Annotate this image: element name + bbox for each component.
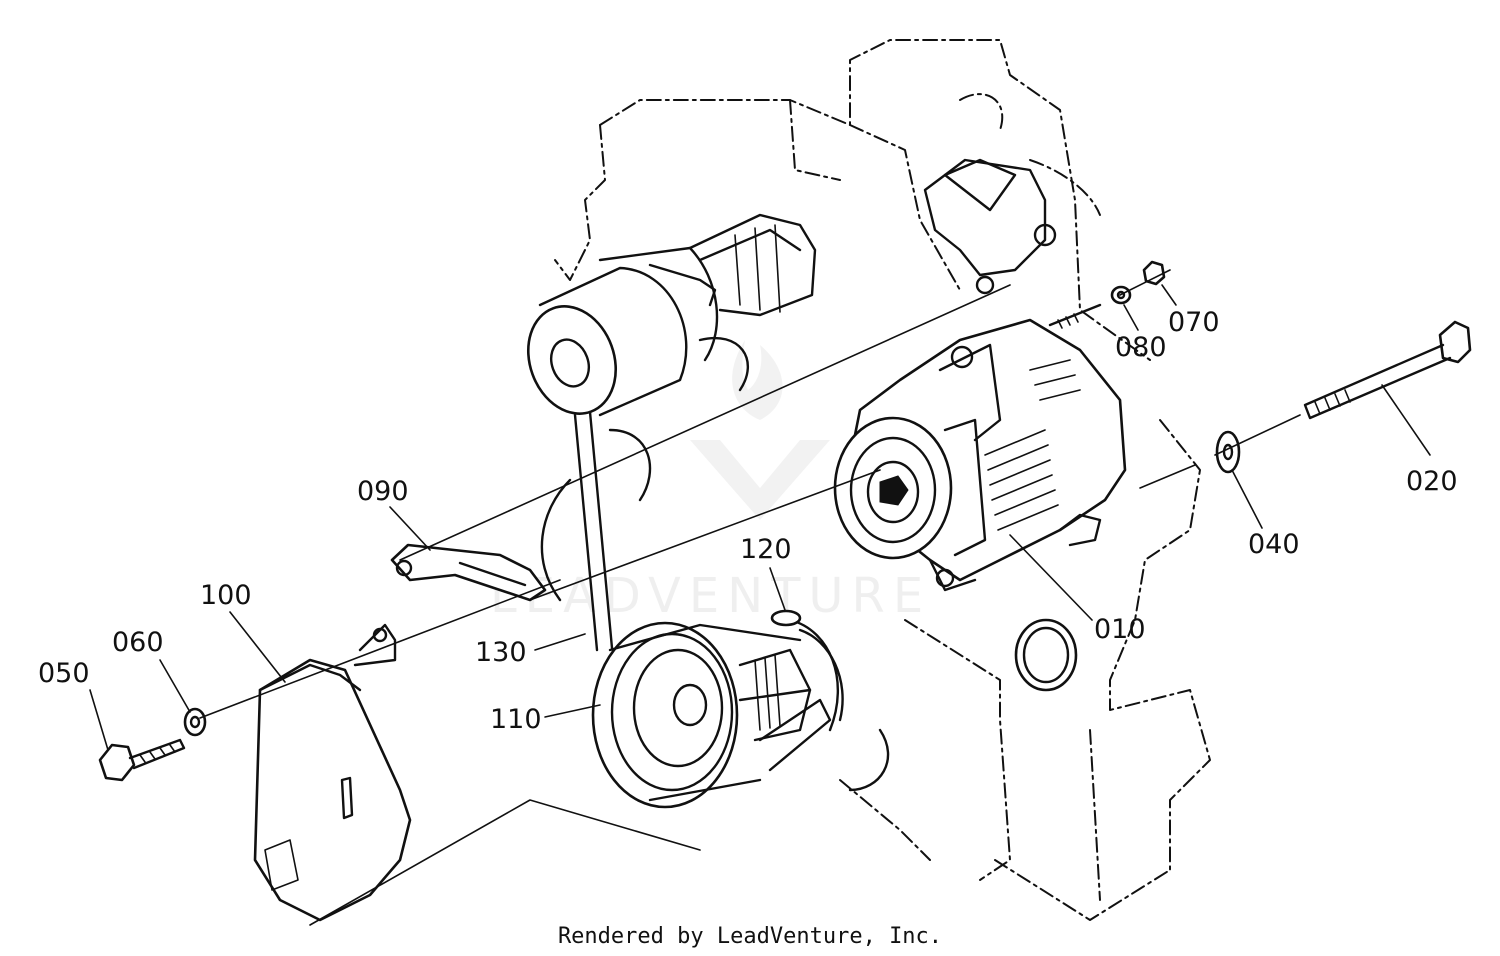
alternator [833, 318, 1127, 592]
washer-060 [183, 707, 207, 737]
washer-040 [1215, 430, 1241, 474]
label-110: 110 [490, 704, 542, 735]
upper-pulley [526, 213, 817, 417]
leader-lines [89, 284, 1431, 751]
stud [1048, 303, 1102, 329]
v-belt [573, 410, 614, 652]
label-020: 020 [1406, 466, 1458, 497]
assembly-lines [199, 269, 1301, 926]
watermark-text: LEADVENTURE [490, 568, 931, 624]
oil-seal [1014, 618, 1078, 692]
crankshaft-pulley [591, 621, 844, 809]
label-070: 070 [1168, 307, 1220, 338]
mounting-bracket [923, 158, 1057, 295]
label-090: 090 [357, 476, 409, 507]
label-010: 010 [1094, 614, 1146, 645]
footer-credit: Rendered by LeadVenture, Inc. [558, 924, 942, 949]
nut-070 [1142, 260, 1166, 286]
label-130: 130 [475, 637, 527, 668]
engine-block-outline [554, 39, 1211, 921]
belt-cover [253, 623, 412, 922]
part-labels: 010 020 040 050 060 070 080 090 100 110 … [38, 307, 1458, 735]
woodruff-key [770, 609, 802, 627]
adjusting-plate [390, 543, 547, 602]
label-100: 100 [200, 580, 252, 611]
label-040: 040 [1248, 529, 1300, 560]
bolt-050 [98, 738, 186, 782]
watermark: LEADVENTURE [490, 340, 931, 624]
label-120: 120 [740, 534, 792, 565]
label-060: 060 [112, 627, 164, 658]
label-050: 050 [38, 658, 90, 689]
label-080: 080 [1115, 332, 1167, 363]
bolt-020 [1303, 320, 1472, 420]
